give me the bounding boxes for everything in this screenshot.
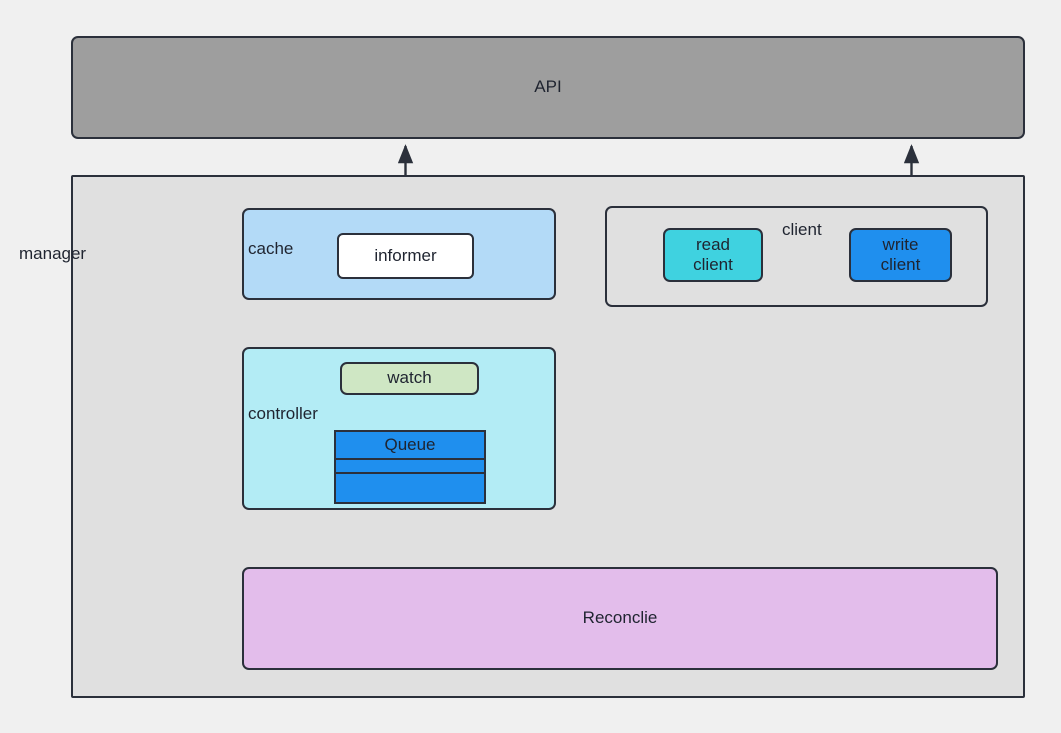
queue-label: Queue	[384, 434, 436, 454]
informer-label: informer	[374, 245, 437, 265]
watch-label: watch	[387, 368, 432, 388]
api-label: API	[534, 77, 562, 97]
reconclie-label: Reconclie	[582, 608, 658, 628]
informer-node[interactable]: informer	[337, 233, 474, 279]
queue-bar-bottom	[334, 474, 486, 504]
api-node[interactable]: API	[71, 36, 1025, 139]
read-client-node[interactable]: read client	[663, 228, 763, 282]
queue-bar-top: Queue	[334, 430, 486, 460]
write-client-node[interactable]: write client	[849, 228, 952, 282]
watch-node[interactable]: watch	[340, 362, 479, 395]
write-client-label: write client	[880, 234, 921, 274]
reconclie-node[interactable]: Reconclie	[242, 567, 998, 670]
queue-bar-middle	[334, 460, 486, 474]
queue-node[interactable]: Queue	[334, 430, 486, 504]
read-client-label: read client	[693, 234, 733, 274]
